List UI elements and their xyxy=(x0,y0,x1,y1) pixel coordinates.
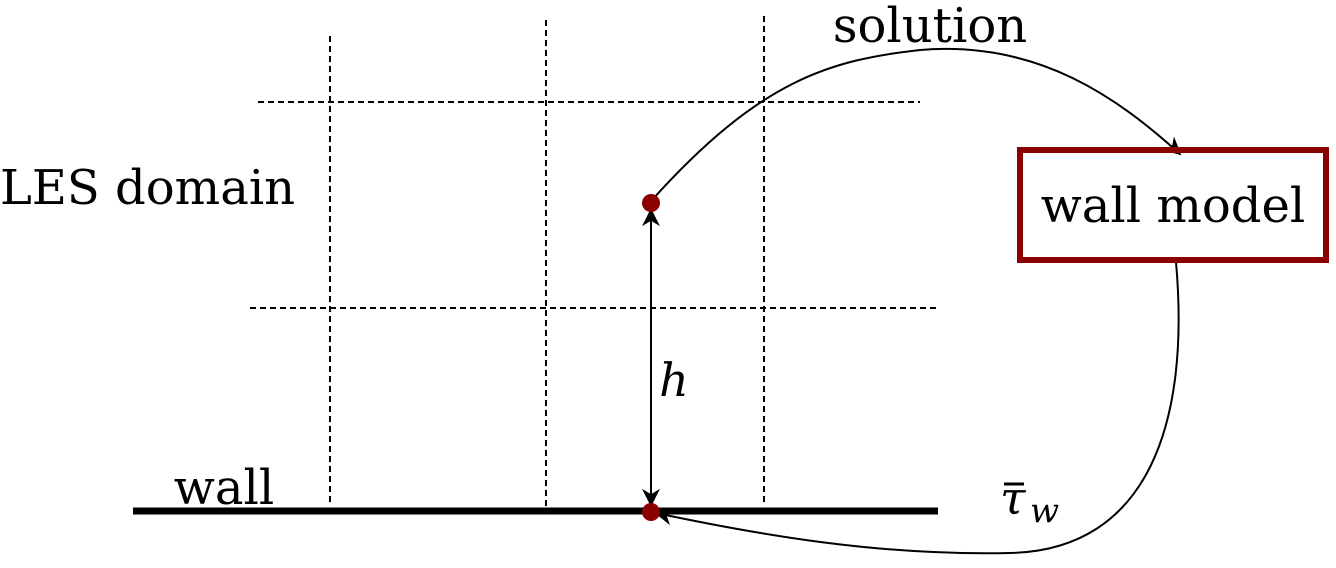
shear-stress-subscript: w xyxy=(1030,491,1059,531)
les-grid xyxy=(250,16,938,506)
sample-point-dot xyxy=(642,194,660,212)
wall-model-box xyxy=(1017,147,1329,263)
height-label: h xyxy=(659,353,689,407)
shear-stress-label: τ w xyxy=(1000,471,1059,531)
wall-point-dot xyxy=(642,503,660,521)
wall-model-label: wall model xyxy=(1041,178,1306,234)
shear-stress-arrow xyxy=(654,261,1180,555)
solution-arrow xyxy=(651,47,1182,201)
solution-label: solution xyxy=(833,0,1027,54)
shear-stress-symbol: τ xyxy=(1000,471,1027,525)
wall-label: wall xyxy=(174,460,274,516)
les-domain-label: LES domain xyxy=(0,160,295,216)
